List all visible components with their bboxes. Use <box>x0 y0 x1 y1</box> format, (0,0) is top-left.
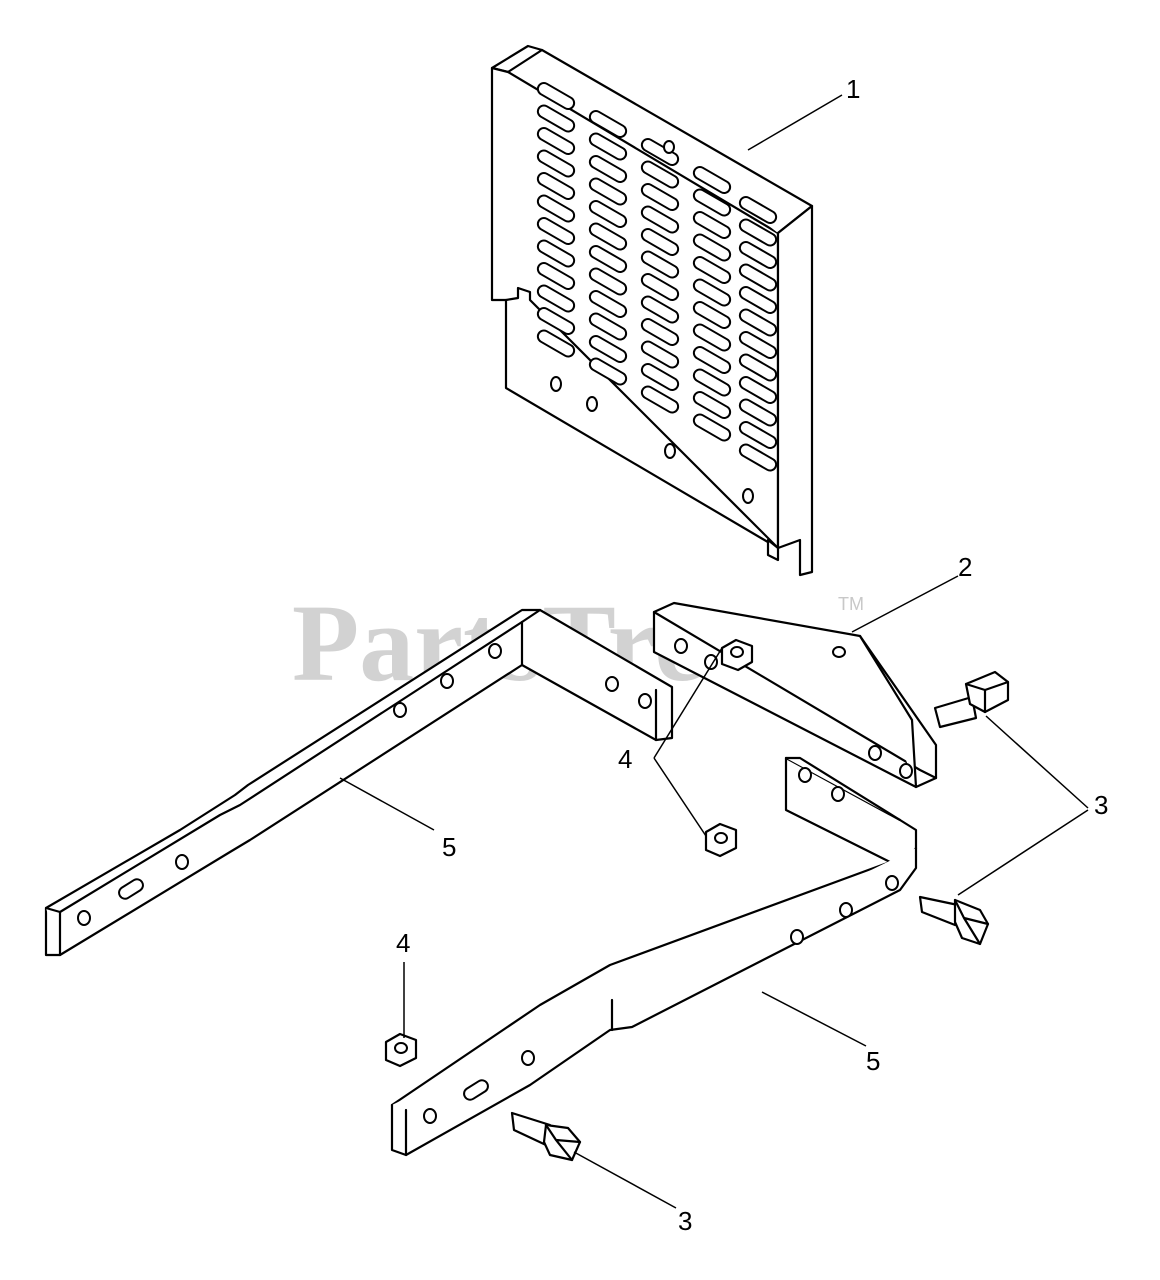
slot-c4-r4 <box>692 233 732 262</box>
plate-ventilation-slots <box>536 82 778 472</box>
slot-c5-r12 <box>738 443 778 472</box>
slot-c3-r11 <box>640 363 680 391</box>
slot-c2-r2 <box>588 132 628 161</box>
slot-c4-r5 <box>692 256 732 284</box>
part-3-bolt-middle <box>918 895 990 946</box>
slot-c3-r12 <box>640 385 680 414</box>
slot-c1-r12 <box>536 329 576 358</box>
slot-c1-r3 <box>536 127 576 155</box>
slot-c2-r4 <box>588 177 628 206</box>
slot-c2-r5 <box>588 200 628 228</box>
slot-c1-r4 <box>536 149 576 178</box>
callout-5-upper: 5 <box>442 832 456 862</box>
slot-c5-r7 <box>738 331 778 359</box>
watermark-trademark: TM <box>838 594 864 614</box>
slot-c4-r6 <box>692 278 732 307</box>
slot-c5-r11 <box>738 421 778 449</box>
part-1-perforated-plate <box>490 44 814 577</box>
slot-c5-r4 <box>738 263 778 292</box>
slot-c3-r10 <box>640 340 680 369</box>
slot-c3-r3 <box>640 183 680 211</box>
part-4-nut-lower <box>384 1032 418 1068</box>
slot-c2-r6 <box>588 222 628 251</box>
slot-c4-r8 <box>692 323 732 352</box>
slot-c4-r10 <box>692 368 732 397</box>
slot-c2-r9 <box>588 290 628 318</box>
callout-4-lower: 4 <box>396 928 410 958</box>
slot-c4-r11 <box>692 391 732 419</box>
slot-c1-r2 <box>536 104 576 133</box>
callout-3-upper: 3 <box>1094 790 1108 820</box>
part-4-nut-middle <box>704 822 738 858</box>
part-4-nut-upper <box>720 638 754 672</box>
slot-c3-r4 <box>640 205 680 234</box>
callout-2: 2 <box>958 552 972 582</box>
slot-c2-r1 <box>588 110 628 138</box>
slot-c1-r11 <box>536 307 576 335</box>
slot-c5-r3 <box>738 241 778 269</box>
slot-c1-r7 <box>536 217 576 245</box>
slot-c1-r8 <box>536 239 576 268</box>
slot-c4-r3 <box>692 211 732 239</box>
callout-3-lower: 3 <box>678 1206 692 1236</box>
slot-c5-r6 <box>738 308 778 337</box>
leader-lines <box>339 94 1089 1209</box>
slot-c3-r2 <box>640 160 680 189</box>
slot-c4-r1 <box>692 166 732 194</box>
slot-c5-r9 <box>738 376 778 404</box>
slot-c4-r2 <box>692 188 732 217</box>
slot-c3-r1 <box>640 138 680 166</box>
slot-c3-r8 <box>640 295 680 324</box>
slot-c5-r10 <box>738 398 778 427</box>
slot-c2-r12 <box>588 357 628 386</box>
slot-c2-r11 <box>588 335 628 363</box>
slot-c2-r7 <box>588 245 628 273</box>
slot-c3-r7 <box>640 273 680 301</box>
slot-c5-r1 <box>738 196 778 224</box>
slot-c4-r9 <box>692 346 732 374</box>
slot-c1-r9 <box>536 262 576 290</box>
part-5-upper-strap <box>44 608 674 957</box>
slot-c2-r10 <box>588 312 628 341</box>
callout-1: 1 <box>846 74 860 104</box>
slot-c4-r12 <box>692 413 732 442</box>
slot-c2-r8 <box>588 267 628 296</box>
slot-c1-r5 <box>536 172 576 200</box>
slot-c1-r1 <box>536 82 576 110</box>
slot-c5-r8 <box>738 353 778 382</box>
part-5-lower-strap <box>390 756 918 1157</box>
slot-c1-r6 <box>536 194 576 223</box>
part-3-bolt-lower <box>510 1111 582 1162</box>
slot-c2-r3 <box>588 155 628 183</box>
slot-c3-r5 <box>640 228 680 256</box>
slot-c5-r5 <box>738 286 778 314</box>
part-3-bolt-upper <box>933 670 1010 729</box>
slot-c3-r6 <box>640 250 680 279</box>
callout-4-upper: 4 <box>618 744 632 774</box>
slot-c4-r7 <box>692 301 732 329</box>
slot-c3-r9 <box>640 318 680 346</box>
callout-5-lower: 5 <box>866 1046 880 1076</box>
plate-mounting-holes <box>550 140 754 504</box>
slot-c5-r2 <box>738 218 778 247</box>
slot-c1-r10 <box>536 284 576 313</box>
